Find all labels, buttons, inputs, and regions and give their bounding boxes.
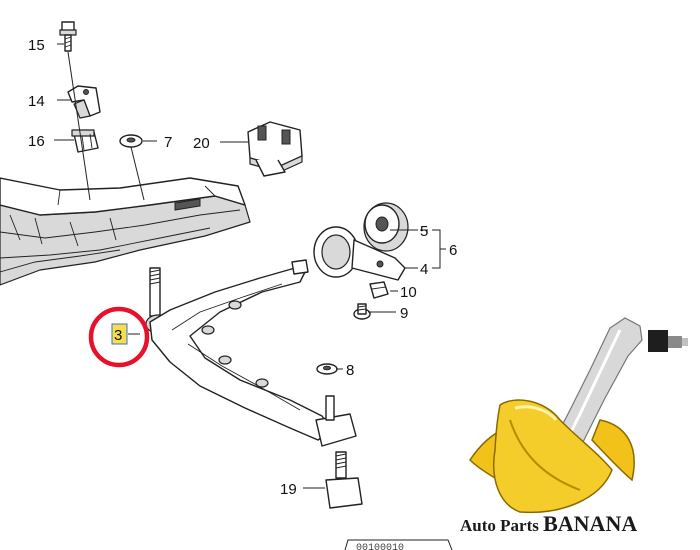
callout-19: 19 [280, 481, 297, 498]
banana-logo [469, 317, 688, 514]
watermark-prefix: Auto Parts [460, 516, 543, 535]
clip-nut-16 [71, 129, 99, 153]
footer-tab: 00100010 [344, 539, 453, 550]
callout-8: 8 [346, 362, 354, 379]
ball-joint-19 [325, 451, 363, 509]
control-arm [149, 259, 357, 447]
callout-9: 9 [400, 305, 408, 322]
front-axle-subframe [0, 177, 251, 286]
watermark-brand: BANANA [543, 511, 637, 536]
screw-15 [59, 21, 77, 52]
callout-7: 7 [164, 134, 172, 151]
highlight-circle [88, 306, 150, 368]
nut-10 [369, 281, 389, 299]
callout-16: 16 [28, 133, 45, 150]
callout-10: 10 [400, 284, 417, 301]
highlight-part-3: 3 [88, 306, 150, 368]
watermark-text: Auto Parts BANANA [460, 511, 637, 536]
callout-labels: 15 14 16 7 20 5 6 4 10 9 8 19 [28, 37, 457, 498]
callout-4: 4 [420, 261, 428, 278]
leader-lines [54, 43, 446, 489]
bracket-20 [247, 121, 303, 177]
bolt-9 [353, 303, 371, 320]
bushing-5 [363, 202, 409, 252]
callout-15: 15 [28, 37, 45, 54]
callout-5: 5 [420, 223, 428, 240]
highlight-box [111, 323, 128, 345]
callout-14: 14 [28, 93, 45, 110]
bracket-14 [67, 85, 101, 119]
callout-6: 6 [449, 242, 457, 259]
callout-20: 20 [193, 135, 210, 152]
footer-code: 00100010 [356, 543, 404, 550]
bushing-bracket-4 [313, 226, 406, 281]
banana-body [493, 399, 613, 514]
washer-7 [119, 134, 143, 148]
washer-8 [316, 363, 338, 375]
callout-3: 3 [114, 327, 122, 344]
banana-peel-right [591, 419, 635, 482]
